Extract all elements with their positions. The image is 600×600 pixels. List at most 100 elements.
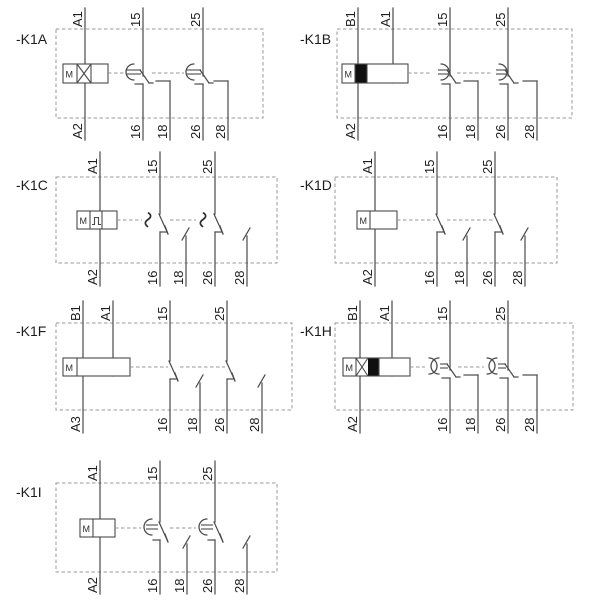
changeover-contact-15 (168, 360, 179, 382)
device-label: -K1H (300, 323, 332, 339)
terminal-labels: B1 A1 15 25 A3 16 18 26 28 (68, 305, 262, 432)
terminal-label: A1 (70, 11, 85, 27)
changeover-contact-15 (143, 518, 169, 543)
terminal-label: 15 (155, 307, 170, 321)
terminal-label: 26 (480, 271, 495, 285)
terminal-label: 15 (422, 160, 437, 174)
relay-block-k1f: -K1F M B1 A1 15 25 (16, 300, 293, 434)
device-label: -K1C (16, 177, 48, 193)
relay-block-k1h: -K1H M (300, 300, 574, 434)
terminal-label: B1 (343, 11, 358, 27)
dashed-function-frame (55, 322, 293, 411)
relay-block-k1i: -K1I M A1 15 (16, 460, 278, 595)
terminal-label: 15 (435, 307, 450, 321)
relay-block-k1c: -K1C M A1 15 25 (16, 151, 278, 287)
terminal-label: 16 (435, 418, 450, 432)
release-delay-arc-icon (125, 63, 135, 81)
changeover-contact-15 (144, 212, 169, 235)
terminal-label: 25 (493, 307, 508, 321)
terminal-label: A2 (343, 123, 358, 139)
terminal-label: A1 (85, 465, 100, 481)
coil-symbol: M (76, 210, 118, 230)
terminal-label: 28 (232, 579, 247, 593)
coil-letter: M (346, 363, 354, 373)
terminal-label: 26 (212, 418, 227, 432)
terminal-label: 15 (435, 13, 450, 27)
coil-symbol: M (342, 357, 411, 377)
terminal-labels: A1 15 25 A2 16 18 26 28 (85, 465, 247, 593)
release-delay-arc-icon (185, 63, 195, 81)
terminal-label: 28 (522, 418, 537, 432)
terminal-label: A2 (70, 123, 85, 139)
terminal-label: A1 (377, 305, 392, 321)
dashed-function-frame (334, 322, 574, 411)
release-delay-arc-icon (198, 518, 208, 536)
terminal-label: 26 (493, 418, 508, 432)
dashed-function-frame (55, 482, 278, 573)
terminal-label: 28 (522, 125, 537, 139)
release-delay-arc-icon (488, 357, 498, 375)
terminal-label: A1 (378, 11, 393, 27)
changeover-contact-25 (493, 213, 504, 235)
coil-symbol: M (79, 518, 116, 538)
device-label: -K1A (16, 31, 48, 47)
terminal-label: 28 (232, 271, 247, 285)
terminal-label: 16 (145, 271, 160, 285)
terminal-labels: B1 A1 15 25 A2 16 18 26 28 (345, 305, 537, 432)
coil-letter: M (360, 216, 368, 226)
changeover-contact-15 (125, 63, 154, 84)
terminal-label: A2 (345, 416, 360, 432)
relay-block-k1b: -K1B M (300, 7, 573, 141)
terminal-label: 15 (128, 13, 143, 27)
terminal-label: 18 (452, 271, 467, 285)
terminal-label: A1 (85, 158, 100, 174)
terminal-label: 25 (493, 13, 508, 27)
changeover-contact-15 (438, 63, 461, 84)
terminal-label: 25 (480, 160, 495, 174)
device-label: -K1I (16, 484, 42, 500)
terminal-label: B1 (345, 305, 360, 321)
operate-delay-arc-icon (486, 357, 496, 375)
changeover-contact-15 (428, 357, 461, 378)
terminal-label: A2 (85, 269, 100, 285)
terminal-label: 18 (172, 579, 187, 593)
release-delay-arc-icon (430, 357, 440, 375)
terminal-label: 18 (463, 125, 478, 139)
terminal-label: 25 (200, 160, 215, 174)
coil-symbol: M (356, 210, 398, 230)
changeover-contact-25 (198, 518, 224, 543)
terminal-lines (374, 151, 529, 287)
terminal-labels: B1 A1 15 25 A2 16 18 26 28 (343, 11, 537, 139)
terminal-label: 15 (145, 160, 160, 174)
terminal-label: 28 (510, 271, 525, 285)
relay-block-k1d: -K1D M A1 15 25 A2 16 (300, 151, 558, 287)
device-label: -K1B (300, 31, 331, 47)
solid-black-mark (355, 64, 367, 83)
coil-symbol: M (62, 63, 109, 84)
device-label: -K1D (300, 177, 332, 193)
release-delay-arc-icon (143, 518, 153, 536)
terminal-label: 25 (212, 307, 227, 321)
terminal-label: 16 (128, 125, 143, 139)
terminal-label: 16 (145, 579, 160, 593)
terminal-label: 18 (463, 418, 478, 432)
passing-contact-squiggle-icon (199, 212, 207, 228)
changeover-contact-25 (486, 357, 519, 378)
coil-letter: M (83, 524, 91, 534)
device-label: -K1F (16, 323, 46, 339)
coil-letter: M (345, 70, 353, 80)
changeover-contact-25 (496, 63, 519, 84)
coil-symbol: M (341, 63, 409, 84)
terminal-label: B1 (68, 305, 83, 321)
terminal-label: 18 (171, 271, 186, 285)
relay-block-k1a: -K1A M A1 (16, 7, 264, 141)
terminal-label: 26 (200, 271, 215, 285)
terminal-labels: A1 15 25 A2 16 18 26 28 (70, 11, 228, 139)
changeover-contact-25 (199, 212, 224, 235)
terminal-label: 26 (200, 579, 215, 593)
terminal-label: 18 (155, 125, 170, 139)
operate-delay-arc-icon (428, 357, 438, 375)
terminal-lines (84, 7, 229, 141)
